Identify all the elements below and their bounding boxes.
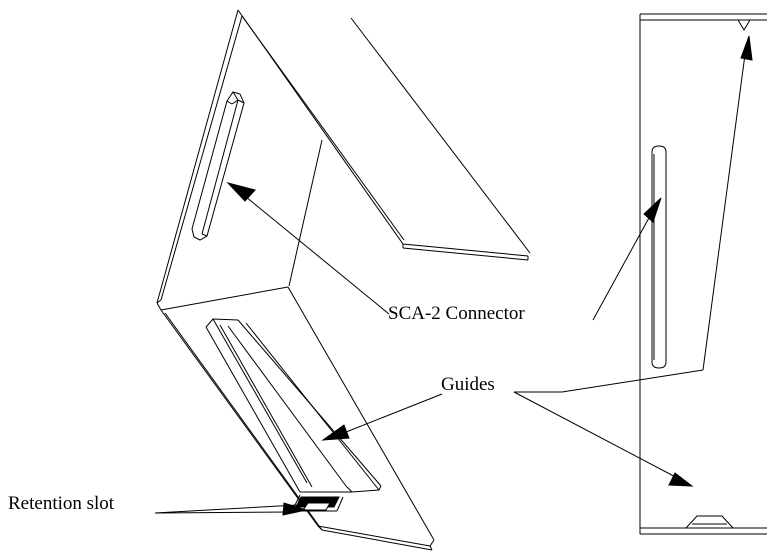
left-retention-slot	[292, 495, 343, 511]
arrow-guide-left	[323, 425, 349, 440]
arrow-sca2-left	[228, 183, 255, 201]
arrow-guide-top-right	[741, 36, 752, 60]
right-side-view	[640, 14, 767, 534]
left-sca2-connector	[192, 92, 244, 240]
retention-slot-label: Retention slot	[8, 493, 115, 514]
arrow-heads	[228, 36, 752, 515]
arrow-sca2-right	[644, 198, 661, 222]
guides-label: Guides	[441, 374, 495, 395]
sca2-connector-label: SCA-2 Connector	[388, 303, 525, 324]
leader-lines	[155, 47, 746, 513]
left-carrier-body	[157, 10, 530, 550]
right-sca2-slot	[652, 146, 666, 368]
left-guide-rail	[206, 319, 381, 492]
arrow-guide-bottom-right	[669, 473, 692, 486]
arrow-retention	[283, 503, 306, 515]
